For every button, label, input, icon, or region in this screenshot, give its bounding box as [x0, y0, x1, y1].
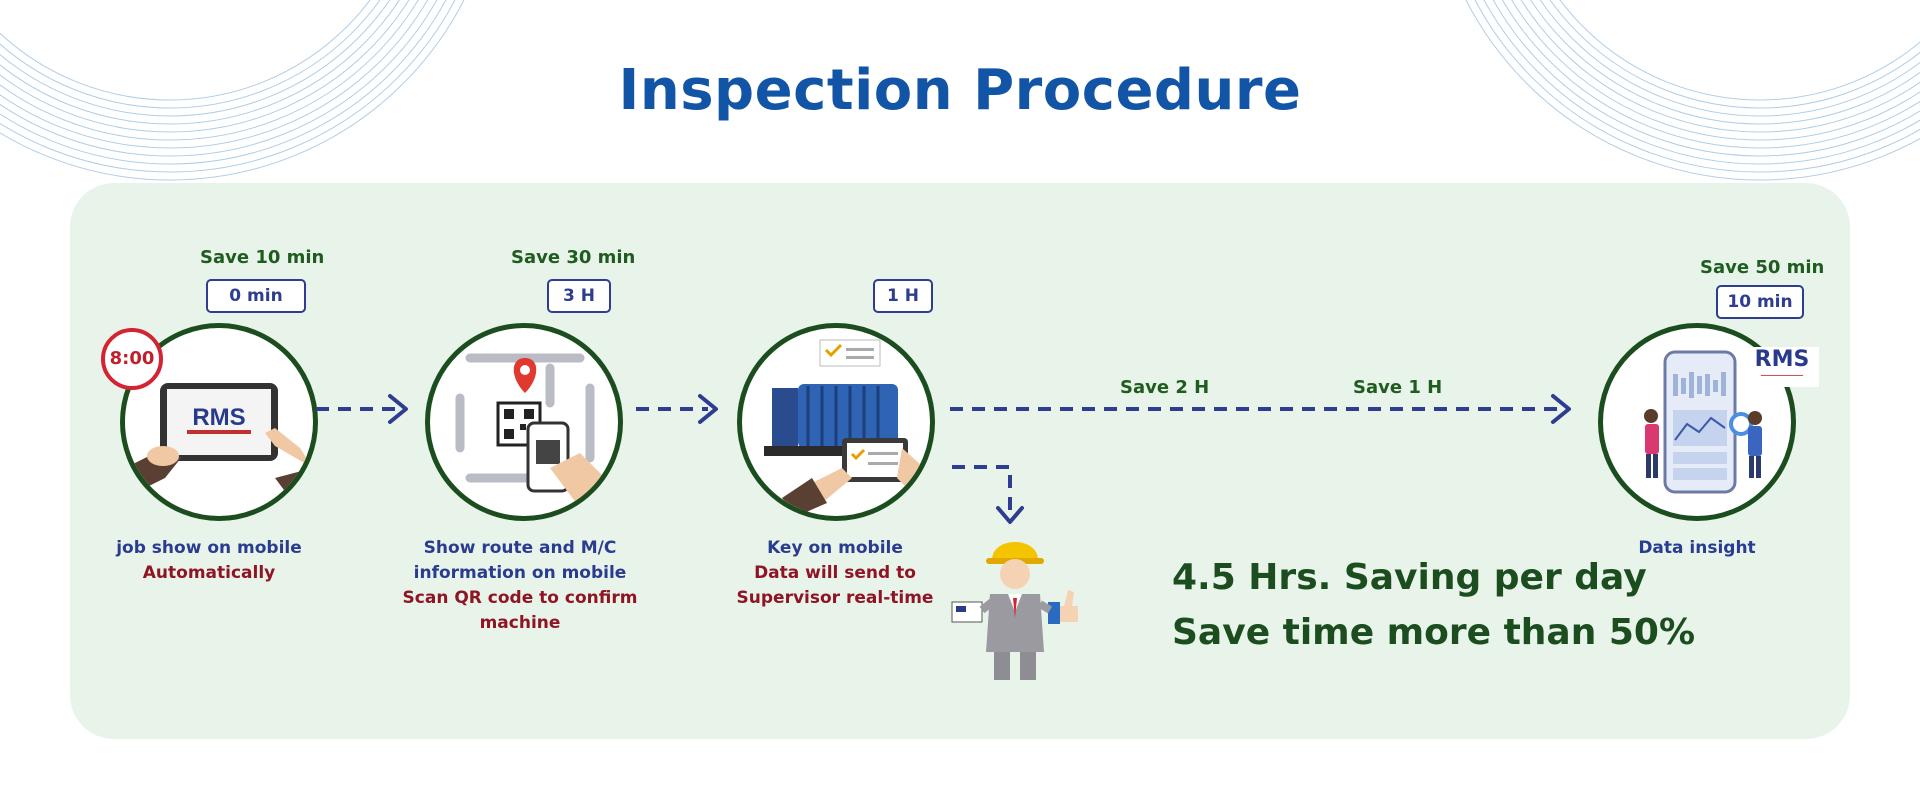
procedure-panel — [70, 183, 1850, 739]
rms-logo: RMS ━━━━━━━━━━━━━━ — [1745, 347, 1819, 387]
arrow-head-2 — [698, 394, 718, 424]
step-4-caption: Data insight — [1598, 536, 1796, 561]
step-4-caption-line-1: Data insight — [1638, 538, 1756, 558]
step-2-circle — [425, 323, 623, 521]
data-insight-icon — [1644, 350, 1762, 494]
supervisor-thumbs-up-icon — [951, 542, 1078, 680]
step-1-caption-line-2: Automatically — [142, 563, 276, 583]
step-4-time-badge: 10 min — [1716, 285, 1804, 319]
step-1-time-badge: 0 min — [206, 279, 306, 313]
step-2-caption-line-4: machine — [479, 613, 561, 633]
connector-save-label-a: Save 2 H — [1120, 377, 1210, 398]
arrow-head-3 — [1551, 394, 1571, 424]
step-3-caption-line-1: Key on mobile — [767, 538, 903, 558]
step-2-save-label: Save 30 min — [511, 247, 636, 268]
step-3-caption-line-3: Supervisor real-time — [736, 588, 934, 608]
summary-line-2: Save time more than 50% — [1172, 612, 1696, 653]
step-4-save-label: Save 50 min — [1700, 257, 1825, 278]
step-2-time-badge: 3 H — [547, 279, 611, 313]
arrow-head-4 — [996, 506, 1024, 524]
step-2-caption-line-2: information on mobile — [413, 563, 627, 583]
clock-badge: 8:00 — [101, 328, 163, 390]
step-3-time-badge: 1 H — [873, 279, 933, 313]
step-1-save-label: Save 10 min — [200, 247, 325, 268]
page-title: Inspection Procedure — [618, 58, 1302, 123]
pump-tablet-icon — [764, 339, 930, 516]
connector-save-label-b: Save 1 H — [1353, 377, 1443, 398]
summary-line-1: 4.5 Hrs. Saving per day — [1172, 557, 1647, 598]
tablet-hands-icon: RMS — [125, 383, 313, 498]
arrow-head-1 — [388, 394, 408, 424]
tablet-screen-rms: RMS — [192, 404, 245, 431]
qr-route-map-icon — [455, 353, 618, 516]
step-2-caption-line-1: Show route and M/C — [423, 538, 617, 558]
step-3-caption-line-2: Data will send to — [754, 563, 916, 583]
step-2-caption-line-3: Scan QR code to confirm — [402, 588, 638, 608]
step-1-caption: job show on mobile Automatically — [84, 536, 334, 586]
step-2-caption: Show route and M/C information on mobile… — [400, 536, 640, 636]
step-3-circle — [737, 323, 935, 521]
step-1-caption-line-1: job show on mobile — [116, 538, 302, 558]
step-3-caption: Key on mobile Data will send to Supervis… — [720, 536, 950, 611]
